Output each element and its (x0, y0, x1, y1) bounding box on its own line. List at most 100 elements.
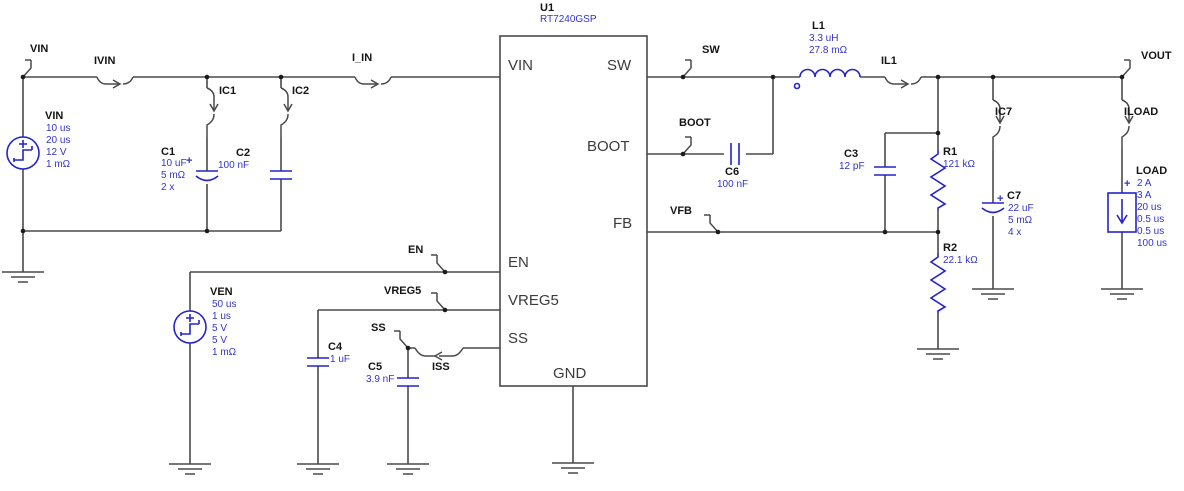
wire-boot-net (647, 77, 774, 155)
chip-part-number: RT7240GSP (540, 14, 597, 25)
node-label-i-in: I_IN (352, 52, 373, 64)
r1-designator: R1 (943, 146, 958, 158)
voltage-probe-vreg5[interactable] (430, 292, 446, 311)
ven-source-param: 5 V (212, 335, 228, 346)
voltage-probe-ss[interactable] (393, 330, 409, 349)
capacitor-c6-symbol[interactable] (730, 142, 740, 166)
chip-u1-body[interactable] (499, 35, 648, 387)
ground-load (1100, 288, 1144, 300)
l1-param: 3.3 uH (809, 33, 839, 44)
load-current-source-symbol[interactable] (1107, 192, 1137, 233)
chip-pin-ss: SS (508, 330, 529, 347)
node-label-ic7: IC7 (995, 106, 1013, 118)
c4-value: 1 uF (330, 354, 351, 365)
c2-value: 100 nF (218, 160, 250, 171)
load-param: 0.5 us (1137, 226, 1165, 237)
ven-source-param: 5 V (212, 323, 228, 334)
chip-pin-boot: BOOT (587, 138, 630, 155)
c3-designator: C3 (844, 148, 859, 160)
node-label-il1: IL1 (881, 55, 897, 67)
source-vin-symbol[interactable] (6, 136, 40, 170)
voltage-probe-sw[interactable] (682, 59, 692, 78)
load-arrow-icon (1116, 199, 1128, 225)
current-probe-iss[interactable] (414, 347, 464, 361)
voltage-probe-vout[interactable] (1121, 59, 1131, 78)
voltage-probe-vin[interactable] (22, 59, 32, 78)
capacitor-c4-symbol[interactable] (306, 357, 330, 367)
node-label-iss: ISS (432, 361, 450, 373)
l1-designator: L1 (812, 20, 825, 32)
capacitor-c5-symbol[interactable] (396, 377, 420, 387)
node-label-ivin: IVIN (94, 55, 116, 67)
chip-designator: U1 (540, 2, 555, 14)
ground-c7 (971, 288, 1015, 300)
load-designator: LOAD (1136, 165, 1168, 177)
wire-vreg5-net (317, 309, 500, 464)
capacitor-c3-symbol[interactable] (873, 166, 897, 176)
wire-ss-net (407, 347, 500, 464)
chip-pin-vreg5: VREG5 (508, 292, 559, 309)
c5-designator: C5 (368, 361, 383, 373)
current-probe-i-in[interactable] (354, 76, 392, 89)
ground-c4 (296, 463, 340, 475)
ground-chip (551, 462, 595, 474)
wire-c3-branch (884, 132, 938, 232)
current-probe-ic1[interactable] (206, 87, 219, 139)
ground-vin-source (1, 271, 45, 283)
chip-pin-fb: FB (613, 215, 633, 232)
ven-source-param: 1 mΩ (212, 347, 237, 358)
c2-designator: C2 (236, 147, 251, 159)
node-label-ss: SS (371, 322, 386, 334)
load-param: 0.5 us (1137, 214, 1165, 225)
node-label-vin: VIN (30, 43, 49, 55)
c3-value: 12 pF (839, 161, 865, 172)
current-probe-ivin[interactable] (96, 76, 134, 89)
vin-source-param: 12 V (46, 147, 67, 158)
c7-plus-mark: + (997, 193, 1004, 205)
node-label-ic1: IC1 (219, 85, 237, 97)
inductor-l1-symbol[interactable] (793, 68, 861, 90)
source-ven-symbol[interactable] (173, 310, 207, 344)
wire-en-net (189, 271, 500, 464)
load-param: 100 us (1137, 238, 1168, 249)
ground-c5 (386, 463, 430, 475)
load-param: 20 us (1137, 202, 1162, 213)
l1-param: 27.8 mΩ (809, 45, 848, 56)
node-label-iload: ILOAD (1124, 106, 1159, 118)
ven-source-param: 50 us (212, 299, 237, 310)
ven-source-param: 1 us (212, 311, 231, 322)
voltage-probe-en[interactable] (430, 254, 446, 273)
c1-designator: C1 (161, 146, 176, 158)
vin-source-param: 20 us (46, 135, 71, 146)
node-label-sw: SW (702, 44, 720, 56)
c7-param: 22 uF (1008, 203, 1034, 214)
current-probe-il1[interactable] (884, 76, 922, 89)
c1-param: 5 mΩ (161, 170, 186, 181)
wire-vin-source-branch (22, 77, 281, 272)
junction-dots (20, 74, 1125, 351)
chip-pin-sw: SW (607, 57, 632, 74)
c4-designator: C4 (328, 341, 343, 353)
ven-source-designator: VEN (210, 286, 233, 298)
load-param: 2 A (1137, 178, 1152, 189)
node-label-vout: VOUT (1141, 50, 1172, 62)
node-label-en: EN (408, 244, 424, 256)
current-probe-ic2[interactable] (280, 87, 293, 139)
chip-pin-gnd: GND (553, 365, 587, 382)
c5-value: 3.9 nF (366, 374, 395, 385)
capacitor-c2-symbol[interactable] (269, 170, 293, 180)
voltage-probe-vfb[interactable] (703, 214, 719, 233)
inductor-polarity-dot (793, 82, 801, 90)
vin-source-param: 10 us (46, 123, 71, 134)
node-label-vreg5: VREG5 (384, 285, 422, 297)
c1-plus-mark: + (186, 155, 193, 167)
chip-pin-en: EN (508, 254, 529, 271)
r2-value: 22.1 kΩ (943, 255, 978, 266)
c7-param: 4 x (1008, 227, 1022, 238)
capacitor-c1-symbol[interactable] (195, 170, 219, 182)
ground-r2 (916, 348, 960, 360)
c1-param: 10 uF (161, 158, 187, 169)
voltage-probe-boot[interactable] (682, 136, 692, 155)
